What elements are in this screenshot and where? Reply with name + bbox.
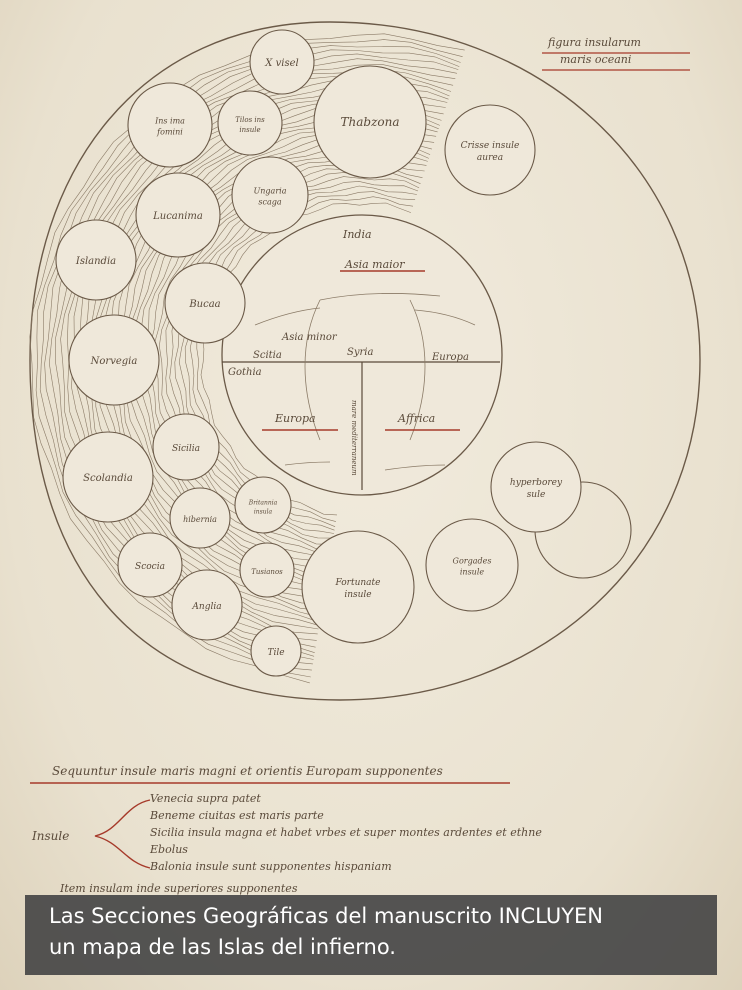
island-label-tusianos: Tusianos [251,568,283,576]
island-circle-britannia [234,476,292,534]
label-asia-maior: Asia maior [344,258,405,271]
island-circle-scocia [117,532,183,598]
island-label-ins-ima-2: fomini [156,128,183,137]
wave-line [102,106,442,612]
world-arc-right [409,299,426,441]
island-circle-thabzona [313,65,427,179]
label-india: India [342,228,372,241]
island-circle-scolandia [62,431,154,523]
center-labels: India Asia maior Asia minor Scitia Syria… [228,228,469,476]
island-label-lucania: Lucanima [152,211,203,222]
notes-brace-label: Insule [31,829,69,843]
world-circle [221,214,503,496]
island-label-ins-ima-1: Ins ima [154,117,185,126]
label-europa-top: Europa [431,352,469,363]
island-label-x-visel: X visel [264,58,298,69]
island-circle-hibernia [169,487,231,549]
island-circle-sicilia [152,413,220,481]
island-circle-ungaria [231,156,309,234]
island-label-crisse-2: aurea [477,153,503,163]
island-circle-islandia [55,219,137,301]
label-asia-minor: Asia minor [281,332,338,343]
island-label-anglia: Anglia [191,602,221,612]
label-europa: Europa [274,412,316,425]
notes-line-4: Ebolus [149,843,188,856]
world-hatching [254,293,476,471]
island-circle-fortunate [301,530,415,644]
island-label-scocia: Scocia [135,562,165,572]
island-label-gorgones-1: Gorgades [453,557,492,566]
caption-line-1: Las Secciones Geográficas del manuscrito… [49,904,603,928]
island-circle-lucania [135,172,221,258]
label-syria: Syria [347,347,373,358]
outer-ocean-ring [29,21,701,701]
header-note-line-1: figura insularum [547,36,641,49]
island-label-thabzona: Thabzona [341,115,400,129]
island-circle-tilos [217,90,283,156]
lower-notes: Sequuntur insule maris magni et orientis… [30,764,542,895]
island-label-tile: Tile [267,648,284,658]
notes-line-3: Sicilia insula magna et habet vrbes et s… [150,826,542,839]
island-circle-x-visel [249,29,315,95]
island-circle-norvegia [68,314,160,406]
island-circle-hyperbo [490,441,582,533]
island-label-crisse-1: Crisse insule [461,141,520,151]
island-label-bucaa: Bucaa [188,299,220,310]
header-note-line-2: maris oceani [560,53,631,66]
island-label-ungaria-2: scaga [258,198,281,207]
notes-heading: Sequuntur insule maris magni et orientis… [52,764,443,778]
caption-line-2: un mapa de las Islas del infierno. [49,935,396,959]
island-label-tilos-2: insule [239,126,260,134]
island-label-norvegia: Norvegia [90,356,138,367]
notes-last-line: Item insulam inde superiores supponentes [59,882,298,895]
notes-brace [94,799,151,869]
island-label-britannia-2: insula [254,509,273,516]
island-label-islandia: Islandia [75,256,116,267]
island-circle-ins-ima [127,82,213,168]
island-label-ungaria-1: Ungaria [254,187,287,196]
notes-line-2: Beneme ciuitas est maris parte [149,809,324,822]
island-label-hyperbo-2: sule [527,490,546,500]
island-label-hyperbo-1: hyperborey [510,478,563,488]
notes-line-5: Balonia insule sunt supponentes hispania… [149,860,392,873]
island-label-gorgones-2: insule [460,568,485,577]
island-label-britannia-1: Britannia [248,500,278,507]
island-label-scolandia: Scolandia [83,473,133,484]
label-affrica: Affrica [397,412,435,425]
island-circle-tusianos [239,542,295,598]
label-scitia: Scitia [253,350,282,361]
label-mare-mediterraneum: mare mediterraneum [350,400,358,476]
island-label-hibernia: hibernia [183,515,217,524]
island-circle-bucaa [164,262,246,344]
caption-box: Las Secciones Geográficas del manuscrito… [25,895,717,975]
island-circle-tile [250,625,302,677]
island-label-tilos-1: Tilos ins [235,116,265,124]
island-circle-crisse [444,104,536,196]
notes-line-1: Venecia supra patet [150,792,261,805]
label-gothia: Gothia [228,367,262,378]
wave-line [97,99,444,618]
island-label-sicilia: Sicilia [172,444,200,454]
island-circle-anglia [171,569,243,641]
island-circle-gorgones [425,518,519,612]
world-arc-left [304,299,321,441]
island-label-fortunate-1: Fortunate [335,578,381,588]
island-label-fortunate-2: insule [344,590,371,600]
header-note: figura insularum maris oceani [542,36,690,71]
